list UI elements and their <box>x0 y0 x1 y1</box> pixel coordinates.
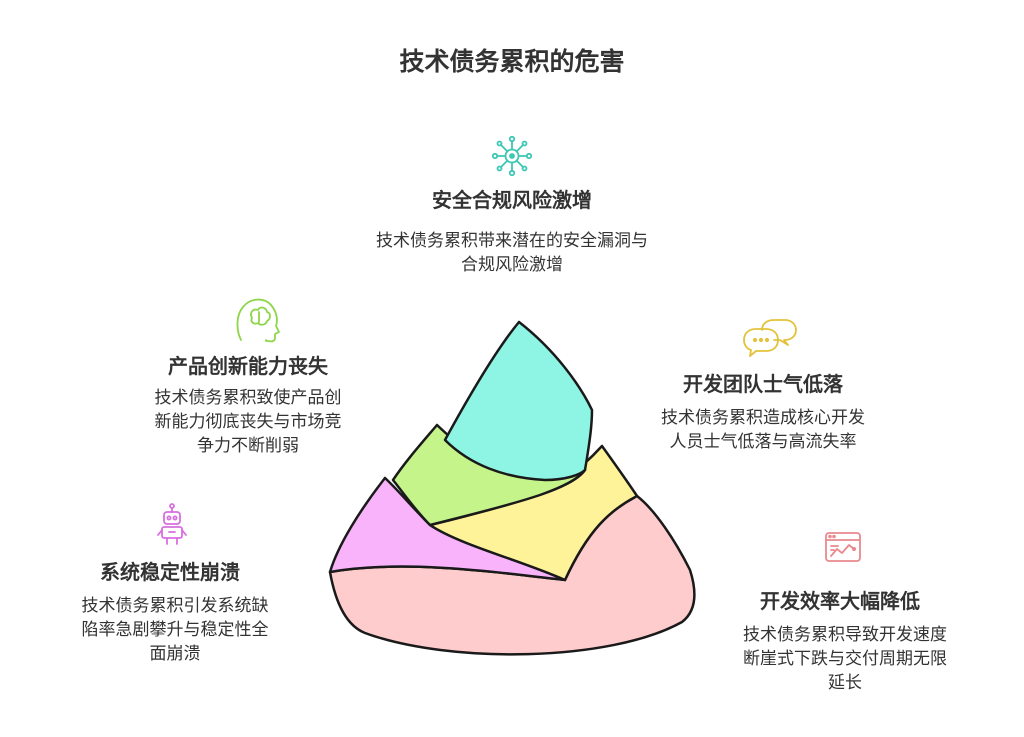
desc-efficiency-line-3: 延长 <box>828 673 862 693</box>
desc-stability-line-2: 陷率急剧攀升与稳定性全 <box>81 620 269 640</box>
desc-stability-line-1: 技术债务累积引发系统缺 <box>81 596 269 616</box>
heading-morale: 开发团队士气低落 <box>683 372 843 396</box>
chat-bubbles-icon <box>743 319 797 357</box>
network-hub-icon <box>491 135 533 177</box>
desc-efficiency-line-2: 断崖式下跌与交付周期无限 <box>743 649 947 669</box>
desc-security-line-1: 技术债务累积带来潜在的安全漏洞与 <box>376 231 648 251</box>
heading-stability: 系统稳定性崩溃 <box>100 560 240 584</box>
desc-morale: 技术债务累积造成核心开发 人员士气低落与高流失率 <box>613 406 913 454</box>
desc-efficiency: 技术债务累积导致开发速度 断崖式下跌与交付周期无限 延长 <box>695 623 995 695</box>
desc-security-line-2: 合规风险激增 <box>461 255 563 275</box>
heading-security: 安全合规风险激增 <box>432 188 592 212</box>
brain-head-icon <box>236 298 280 343</box>
desc-morale-line-1: 技术债务累积造成核心开发 <box>661 408 865 428</box>
desc-innovation-line-3: 争力不断削弱 <box>197 436 299 456</box>
heading-efficiency: 开发效率大幅降低 <box>760 589 920 613</box>
desc-innovation-line-2: 新能力彻底丧失与市场竞 <box>154 412 342 432</box>
desc-efficiency-line-1: 技术债务累积导致开发速度 <box>743 625 947 645</box>
desc-security: 技术债务累积带来潜在的安全漏洞与 合规风险激增 <box>332 229 692 277</box>
browser-chart-icon <box>825 532 861 562</box>
desc-morale-line-2: 人员士气低落与高流失率 <box>669 432 857 452</box>
robot-icon <box>157 503 187 545</box>
diagram-title: 技术债务累积的危害 <box>399 47 625 76</box>
desc-innovation-line-1: 技术债务累积致使产品创 <box>154 388 342 408</box>
cone-layer-security <box>443 320 594 482</box>
desc-stability: 技术债务累积引发系统缺 陷率急剧攀升与稳定性全 面崩溃 <box>45 594 305 666</box>
desc-innovation: 技术债务累积致使产品创 新能力彻底丧失与市场竞 争力不断削弱 <box>118 386 378 458</box>
heading-innovation: 产品创新能力丧失 <box>168 354 328 378</box>
desc-stability-line-3: 面崩溃 <box>149 644 201 664</box>
